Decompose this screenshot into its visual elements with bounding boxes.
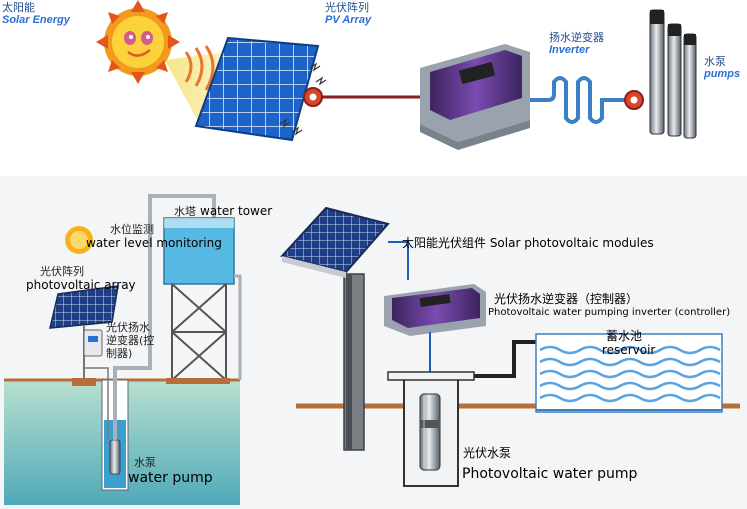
pv-modules-label: 太阳能光伏组件 Solar photovoltaic modules [402,236,654,250]
water-level-en-label: water level monitoring [86,236,222,250]
tank-outlet-pipe [234,274,242,380]
dc-cable-right [388,241,409,280]
connector-node-right [624,90,644,110]
reservoir [535,333,723,413]
pv-modules-right [280,206,390,278]
well-right-cap [387,371,475,381]
sun-icon [96,0,180,84]
pump-right-en-label: Photovoltaic water pump [462,466,638,482]
water-tower-cn-label: 水塔 [174,205,196,218]
inverter-left [83,329,103,357]
inverter-right [384,284,486,336]
tank-top-band [164,218,234,228]
sunlight-arcs [184,45,215,91]
reservoir-en-label: reservoir [602,343,656,357]
water-pipe-left [113,194,216,440]
ac-cable-coil [530,76,625,124]
water-tower-frame [171,283,227,381]
pv-array-cn-label: 光伏阵列 [325,1,369,14]
pumps-top [649,9,697,139]
controller-en-label: Photovoltaic water pumping inverter (con… [488,307,731,318]
water-tower-tank [163,217,235,285]
pv-array-left-cn-label: 光伏阵列 [40,265,84,278]
water-tower-en-label: water tower [200,204,273,218]
anchor-block-tower [166,378,230,384]
anchor-block-left [72,378,96,386]
connector-node-left [303,87,323,107]
reservoir-cn-label: 蓄水池 [606,329,643,343]
inverter-left-cn-line2: 逆变器(控 [106,334,155,347]
inverter-left-cn-line3: 制器) [106,347,133,360]
inverter-cn-label: 扬水逆变器 [549,31,604,44]
pole-shade [346,274,352,450]
pump-right [419,393,441,471]
pv-array-left-en-label: photovoltaic array [26,278,136,292]
solar-energy-cn-label: 太阳能 [2,1,35,14]
pv-array-top [194,36,320,142]
well-pump [109,439,121,475]
pump-left-cn-label: 水泵 [134,456,156,469]
inverter-en-label: Inverter [549,44,590,56]
water-level-cn-label: 水位监测 [110,223,154,236]
solar-energy-en-label: Solar Energy [2,14,70,26]
spark-marks [279,62,327,136]
inverter-left-cn-line1: 光伏扬水 [106,321,150,334]
pump-left-en-label: water pump [128,470,213,486]
pumps-cn-label: 水泵 [704,55,726,68]
pumps-en-label: pumps [704,68,741,80]
inverter-top [420,44,530,150]
water-level-sun-icon [65,226,93,254]
pv-array-en-label: PV Array [325,14,372,26]
pump-right-cn-label: 光伏水泵 [463,446,512,460]
controller-cn-label: 光伏扬水逆变器（控制器） [494,292,639,306]
